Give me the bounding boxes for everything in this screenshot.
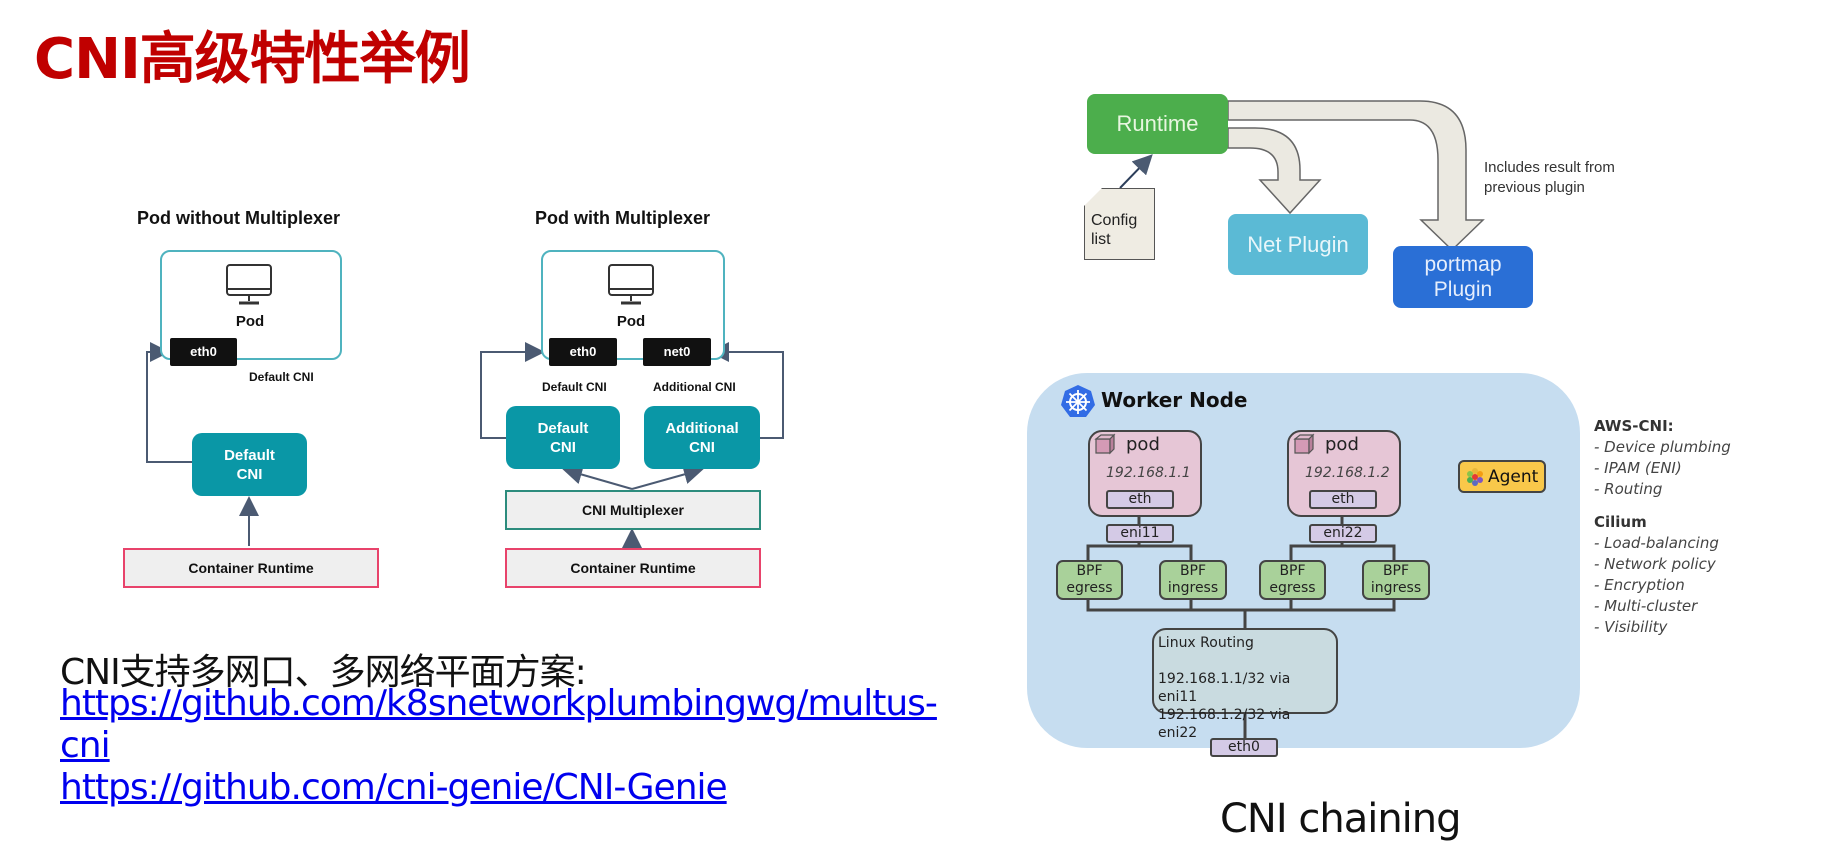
nic2-caption: Additional CNI: [653, 380, 736, 394]
pod-eth: eth: [1309, 490, 1377, 509]
eni-interface: eni11: [1106, 524, 1174, 543]
nic-eth0: eth0: [170, 338, 237, 366]
monitor-icon: [608, 264, 654, 305]
description-text: CNI支持多网口、多网络平面方案:: [60, 652, 587, 693]
bpf-ingress: BPF ingress: [1159, 560, 1227, 600]
pod-cube-icon: [1293, 433, 1315, 455]
cni-genie-link[interactable]: https://github.com/cni-genie/CNI-Genie: [60, 767, 728, 808]
slide-title: CNI高级特性举例: [34, 27, 471, 92]
pod-label: Pod: [616, 313, 646, 330]
aws-item: - IPAM (ENI): [1594, 459, 1682, 477]
net-plugin-box: Net Plugin: [1228, 214, 1368, 275]
side-notes: AWS-CNI: - Device plumbing - IPAM (ENI) …: [1594, 416, 1731, 638]
bpf-egress: BPF egress: [1259, 560, 1326, 600]
nic1-caption: Default CNI: [542, 380, 607, 394]
portmap-plugin-box: portmap Plugin: [1393, 246, 1533, 308]
arrow-mux-to-default: [562, 464, 633, 490]
cni-chaining-caption: CNI chaining: [1220, 796, 1462, 842]
eni-interface: eni22: [1309, 524, 1377, 543]
multus-link-continued[interactable]: cni: [60, 725, 111, 766]
route-entry: 192.168.1.1/32 via eni11: [1158, 671, 1291, 705]
aws-cni-heading: AWS-CNI:: [1594, 417, 1674, 435]
config-list-doc: Config list: [1084, 188, 1155, 260]
chaining-note: Includes result from previous plugin: [1484, 159, 1615, 196]
default-cni-box: Default CNI: [506, 406, 620, 469]
cilium-item: - Visibility: [1594, 618, 1668, 636]
diagram-title-with: Pod with Multiplexer: [535, 208, 711, 228]
nic-eth0: eth0: [549, 338, 617, 366]
arrow-to-net-plugin: [1227, 127, 1322, 215]
pod-label: Pod: [235, 313, 265, 330]
pod-eth: eth: [1106, 490, 1174, 509]
cilium-heading: Cilium: [1594, 513, 1647, 531]
additional-cni-box: Additional CNI: [644, 406, 760, 469]
arrow-mux-to-additional: [631, 464, 704, 490]
pod-ip: 192.168.1.1: [1106, 465, 1191, 481]
bpf-ingress: BPF ingress: [1362, 560, 1430, 600]
diagram-title-without: Pod without Multiplexer: [137, 208, 340, 228]
cilium-item: - Encryption: [1594, 576, 1685, 594]
bpf-egress: BPF egress: [1056, 560, 1123, 600]
kubernetes-icon: [1061, 385, 1095, 417]
aws-item: - Routing: [1594, 480, 1663, 498]
default-cni-box: Default CNI: [192, 433, 307, 496]
route-entry: 192.168.1.2/32 via eni22: [1158, 707, 1291, 741]
pod-label: pod: [1126, 434, 1160, 455]
multus-link[interactable]: https://github.com/k8snetworkplumbingwg/…: [60, 683, 938, 724]
pod-label: pod: [1325, 434, 1359, 455]
linux-routing-box: Linux Routing 192.168.1.1/32 via eni11 1…: [1152, 628, 1338, 741]
pod-cube-icon: [1094, 433, 1116, 455]
nic-net0: net0: [643, 338, 711, 366]
container-runtime-box: Container Runtime: [123, 548, 379, 588]
worker-node-title: Worker Node: [1101, 388, 1248, 412]
runtime-box: Runtime: [1087, 94, 1228, 154]
cilium-logo-icon: [1467, 467, 1483, 486]
monitor-icon: [226, 264, 272, 305]
arrow-config-to-runtime: [1119, 154, 1153, 189]
routing-title: Linux Routing: [1158, 635, 1254, 651]
pod-ip: 192.168.1.2: [1305, 465, 1390, 481]
cilium-item: - Multi-cluster: [1594, 597, 1698, 615]
aws-item: - Device plumbing: [1594, 438, 1731, 456]
cni-multiplexer-box: CNI Multiplexer: [505, 490, 761, 530]
eth0-uplink: eth0: [1210, 738, 1278, 757]
cilium-agent-badge: Agent: [1458, 460, 1546, 493]
agent-label: Agent: [1488, 466, 1539, 487]
container-runtime-box: Container Runtime: [505, 548, 761, 588]
cilium-item: - Network policy: [1594, 555, 1716, 573]
cilium-item: - Load-balancing: [1594, 534, 1719, 552]
arrow-cni-to-eth0: [146, 342, 192, 463]
nic-caption: Default CNI: [249, 370, 314, 384]
